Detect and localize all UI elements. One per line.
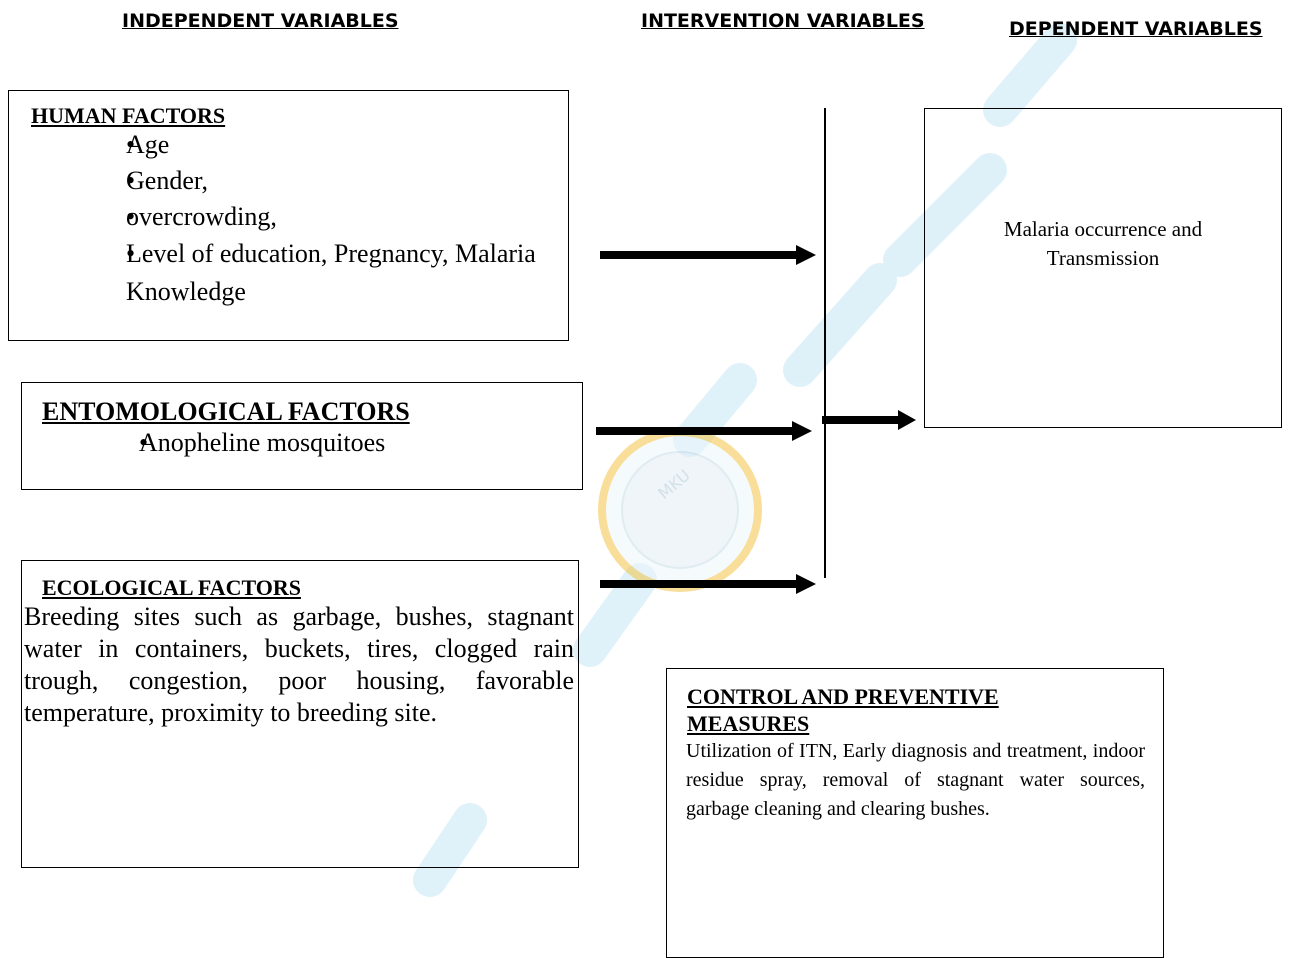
entomological-factors-list: Anopheline mosquitoes (42, 427, 582, 459)
outcome-text: Malaria occurrence and Transmission (1003, 217, 1203, 270)
mku-logo: MKU (598, 428, 762, 592)
control-measures-text: Utilization of ITN, Early diagnosis and … (686, 740, 1145, 820)
outcome-box: Malaria occurrence and Transmission (924, 108, 1282, 428)
control-measures-box: CONTROL AND PREVENTIVE MEASURES Utilizat… (666, 668, 1164, 958)
entomological-factor-item: Anopheline mosquitoes (42, 427, 582, 459)
arrow-to-outcome (822, 410, 916, 430)
human-factor-item: Level of education, Pregnancy, Malaria K… (31, 235, 546, 311)
arrow-ecological-factors (600, 574, 816, 594)
human-factor-item: Age (31, 127, 568, 163)
ecological-factors-text: Breeding sites such as garbage, bushes, … (24, 602, 574, 727)
human-factor-item: Gender, (31, 163, 568, 199)
entomological-factors-title: ENTOMOLOGICAL FACTORS (42, 397, 410, 426)
human-factors-title: HUMAN FACTORS (31, 103, 226, 128)
entomological-factors-box: ENTOMOLOGICAL FACTORS Anopheline mosquit… (21, 382, 583, 490)
ecological-factors-box: ECOLOGICAL FACTORS Breeding sites such a… (21, 560, 579, 868)
human-factor-item: overcrowding, (31, 199, 568, 235)
human-factors-list: Age Gender, overcrowding, Level of educa… (31, 127, 568, 311)
intervention-line (824, 108, 826, 578)
human-factors-box: HUMAN FACTORS Age Gender, overcrowding, … (8, 90, 569, 341)
header-intervention-variables: INTERVENTION VARIABLES (641, 10, 925, 32)
arrow-entomological-factors (596, 421, 812, 441)
header-dependent-variables: DEPENDENT VARIABLES (1009, 18, 1263, 40)
control-measures-title: CONTROL AND PREVENTIVE MEASURES (687, 684, 999, 736)
ecological-factors-title: ECOLOGICAL FACTORS (42, 575, 301, 600)
arrow-human-factors (600, 245, 816, 265)
header-independent-variables: INDEPENDENT VARIABLES (122, 10, 399, 32)
